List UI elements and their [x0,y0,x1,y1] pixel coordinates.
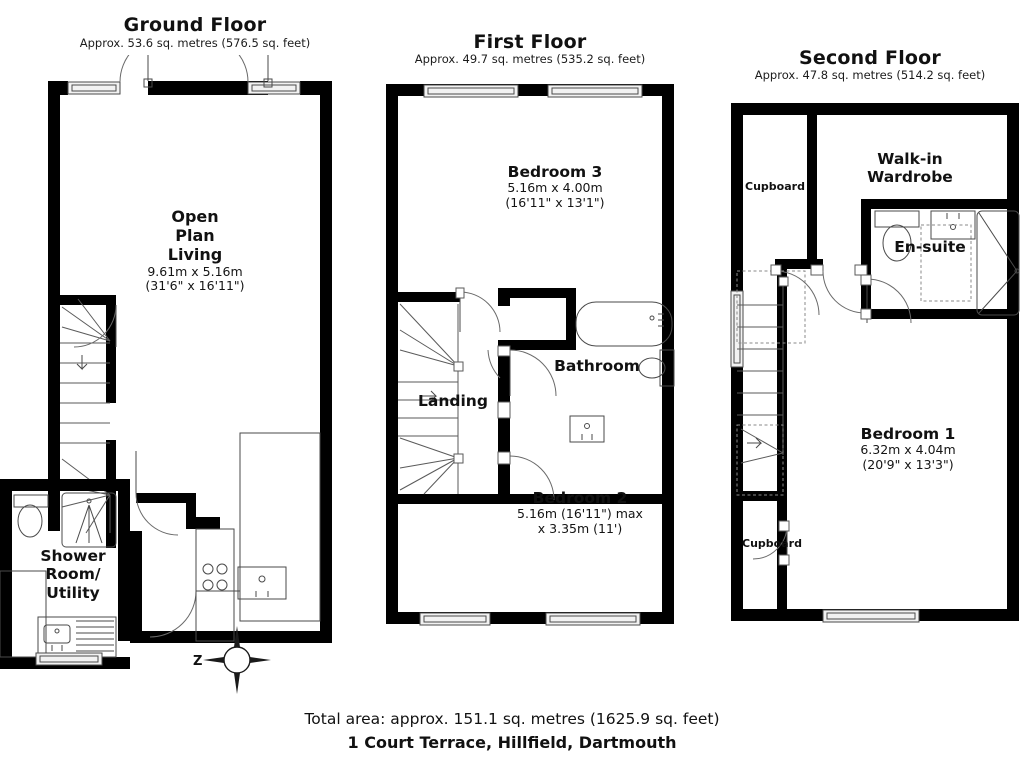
room-dim-imperial: (16'11" x 13'1") [505,195,605,211]
room-label-open-plan-living: Open Plan Living 9.61m x 5.16m (31'6" x … [120,207,270,294]
first-floor-area: Approx. 49.7 sq. metres (535.2 sq. feet) [414,52,646,66]
room-label-bedroom-3: Bedroom 3 5.16m x 4.00m (16'11" x 13'1") [470,163,640,211]
room-dim-imperial: (20'9" x 13'3") [862,457,954,473]
ground-window-left [67,81,121,95]
room-label-bathroom: Bathroom [530,357,664,375]
property-address: 1 Court Terrace, Hillfield, Dartmouth [347,733,677,752]
room-label-shower-room-utility: Shower Room/ Utility [14,547,132,602]
ground-window-right [247,81,301,95]
second-floor-title: Second Floor [799,47,941,69]
room-name-line: Plan [175,225,215,245]
wc-fixture [13,494,49,538]
room-label-bedroom-2: Bedroom 2 5.16m (16'11") max x 3.35m (11… [490,489,670,537]
room-name-line: Landing [418,392,488,410]
north-compass-rose: Z [193,626,271,694]
shower-tray [61,492,117,548]
ground-door-arc-right [238,55,249,83]
room-name-line: En-suite [894,238,966,256]
second-staircase [736,276,789,496]
shower-room-window [35,652,103,666]
bathroom-basin [569,415,605,443]
ensuite-hatch [920,224,972,302]
first-window-bottom-left [419,612,491,626]
bedroom3-door-arc [459,291,501,333]
room-label-cupboard-lower: Cupboard [727,537,817,551]
wardrobe-door-arc [822,270,866,314]
bathroom-wc [638,349,675,387]
ground-floor-area: Approx. 53.6 sq. metres (576.5 sq. feet) [79,36,311,50]
first-window-left [423,84,519,98]
total-area-text: Total area: approx. 151.1 sq. metres (16… [304,710,720,728]
second-floor-drawing [730,103,1020,623]
first-window-bottom-right [545,612,641,626]
ground-floor-drawing [0,55,332,669]
room-label-walk-in-wardrobe: Walk-in Wardrobe [840,150,980,187]
room-label-bedroom-1: Bedroom 1 6.32m x 4.04m (20'9" x 13'3") [818,425,998,473]
room-name-line: Bathroom [554,357,640,375]
ensuite-shower [976,210,1020,316]
room-name-line: Cupboard [742,537,802,550]
first-window-right [547,84,643,98]
room-label-en-suite: En-suite [880,238,980,256]
room-dim-metric: 9.61m x 5.16m [147,263,243,279]
room-name-line: Open [171,207,219,226]
room-dim-metric: 5.16m x 4.00m [507,180,603,196]
bathroom-door-arc [509,349,557,397]
room-dim-imperial: x 3.35m (11') [537,521,623,537]
second-window-bottom [822,609,920,623]
ensuite-basin [930,210,976,240]
bedroom2-door-arc [509,455,555,501]
ensuite-door-arc [866,278,912,324]
cupboard-upper-door-arc [774,270,820,316]
room-label-cupboard-upper: Cupboard [730,180,820,194]
cupboard-upper-hatch [736,270,806,344]
room-label-landing: Landing [398,392,508,410]
ground-floor-title: Ground Floor [123,14,267,36]
second-floor-area: Approx. 47.8 sq. metres (514.2 sq. feet) [754,68,986,82]
ground-staircase [60,298,111,534]
shower-room-walls [0,479,130,669]
room-name-line: Shower [40,547,106,565]
room-name-line: Bedroom 3 [507,163,603,181]
room-name-line: Wardrobe [867,168,953,187]
first-staircase [398,303,464,495]
ensuite-wc [874,210,920,262]
room-dim-imperial: (31'6" x 16'11") [145,278,245,294]
room-name-line: Utility [46,583,100,602]
room-name-line: Walk-in [877,150,943,168]
room-name-line: Room/ [45,565,101,584]
room-name-line: Bedroom 1 [860,425,956,443]
shower-room-door-arc [149,590,197,638]
first-floor-title: First Floor [473,31,587,53]
room-dim-metric: 6.32m x 4.04m [860,442,956,458]
room-name-line: Living [167,244,223,264]
ground-hall-door-arc [135,492,179,536]
room-name-line: Bedroom 2 [532,489,628,507]
room-dim-metric: 5.16m (16'11") max [517,506,643,522]
compass-label: Z [193,654,202,669]
first-floor-drawing [386,84,675,626]
kitchen-units [195,432,321,642]
bath-tub [575,301,673,347]
landing-door-arc-a [487,349,501,379]
ground-understair-door-arc [73,304,117,348]
room-name-line: Cupboard [745,180,805,193]
ground-door-arc-left [119,55,130,83]
